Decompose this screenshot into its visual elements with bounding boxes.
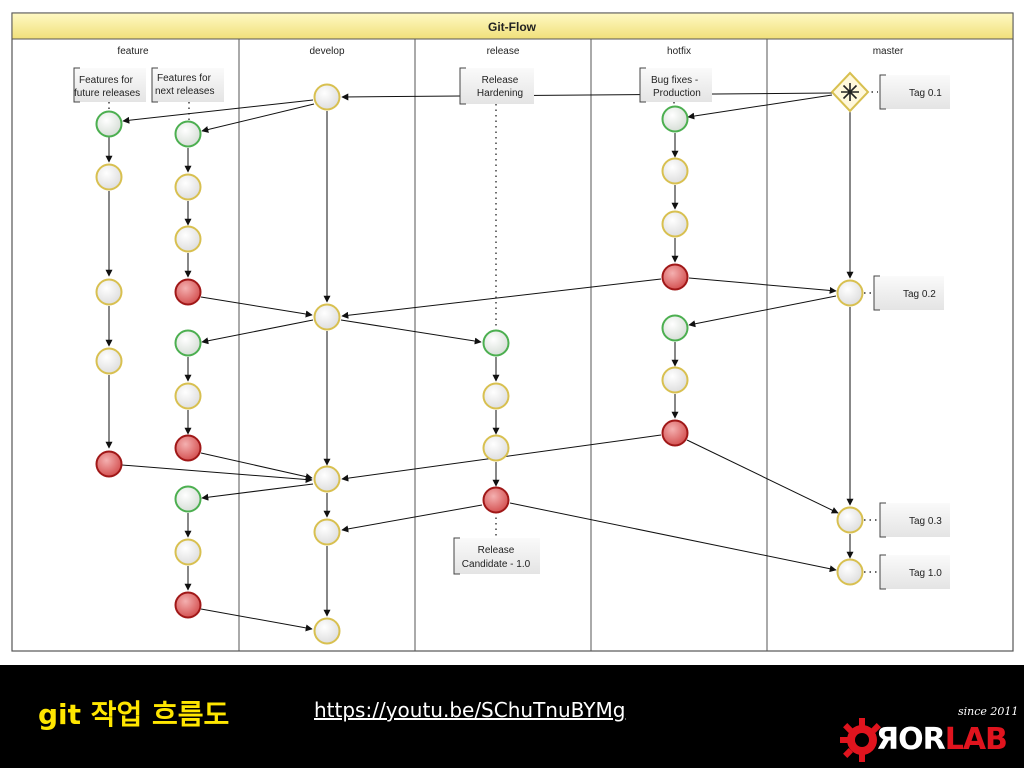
develop-merge — [313, 303, 341, 331]
release-commit — [482, 434, 510, 462]
note-next-releases: Features for next releases — [151, 67, 224, 103]
hotfix-b-start-event — [661, 314, 689, 342]
develop-merge — [313, 617, 341, 645]
feature-a-start-event — [95, 110, 123, 138]
svg-text:Features for: Features for — [157, 73, 212, 84]
logo-wordmark: ЯORLAB — [876, 722, 1008, 757]
release-end-event — [482, 486, 510, 514]
feature-b-commit — [174, 225, 202, 253]
develop-merge — [313, 465, 341, 493]
lane-master: master — [873, 46, 904, 57]
feature-a-commit — [95, 278, 123, 306]
release-commit — [482, 382, 510, 410]
svg-text:Tag 0.2: Tag 0.2 — [903, 289, 936, 300]
feature-a-end-event — [95, 450, 123, 478]
note-tag-1-0: Tag 1.0 — [879, 554, 950, 590]
feature-a-commit — [95, 163, 123, 191]
slide: Git-Flow feature develop release hotfix … — [0, 0, 1024, 665]
feature-c-start-event — [174, 329, 202, 357]
lane-feature: feature — [117, 46, 149, 57]
svg-text:Bug fixes -: Bug fixes - — [651, 75, 698, 86]
youtube-link[interactable]: https://youtu.be/SChuTnuBYMg — [314, 698, 626, 722]
note-tag-0-1: Tag 0.1 — [879, 74, 950, 110]
master-gateway — [830, 71, 870, 113]
svg-text:Hardening: Hardening — [477, 88, 523, 99]
feature-c-commit — [174, 382, 202, 410]
hotfix-b-end-event — [661, 419, 689, 447]
gear-icon — [840, 718, 881, 762]
master-tag-commit — [836, 558, 864, 586]
svg-text:Production: Production — [653, 88, 701, 99]
note-release-candidate: Release Candidate - 1.0 — [453, 537, 540, 575]
pool-header — [11, 12, 1014, 40]
develop-merge — [313, 518, 341, 546]
lane-develop: develop — [309, 46, 344, 57]
svg-text:Candidate - 1.0: Candidate - 1.0 — [462, 559, 531, 570]
asterisk-icon — [841, 83, 859, 101]
logo-lab: LAB — [944, 722, 1008, 757]
note-bug-fixes: Bug fixes - Production — [639, 67, 712, 103]
svg-text:Tag 0.3: Tag 0.3 — [909, 516, 942, 527]
rorlab-logo — [836, 700, 1016, 764]
master-tag-commit — [836, 506, 864, 534]
note-tag-0-2: Tag 0.2 — [873, 275, 944, 311]
master-tag-commit — [836, 279, 864, 307]
feature-d-commit — [174, 538, 202, 566]
svg-text:Tag 0.1: Tag 0.1 — [909, 88, 942, 99]
since-label: since 2011 — [958, 705, 1019, 718]
hotfix-b-commit — [661, 366, 689, 394]
note-tag-0-3: Tag 0.3 — [879, 502, 950, 538]
svg-text:Features for: Features for — [79, 75, 134, 86]
hotfix-a-start-event — [661, 105, 689, 133]
note-release-hardening: Release Hardening — [459, 67, 534, 105]
feature-d-start-event — [174, 485, 202, 513]
hotfix-a-end-event — [661, 263, 689, 291]
release-start-event — [482, 329, 510, 357]
feature-d-end-event — [174, 591, 202, 619]
feature-c-end-event — [174, 434, 202, 462]
logo-ror: ЯOR — [876, 722, 946, 757]
diagram-title: Git-Flow — [488, 20, 537, 34]
svg-text:Release: Release — [482, 75, 519, 86]
svg-text:next releases: next releases — [155, 86, 214, 97]
git-flow-diagram: Git-Flow feature develop release hotfix … — [11, 12, 1014, 652]
svg-text:future releases: future releases — [74, 88, 140, 99]
lane-release: release — [487, 46, 520, 57]
hotfix-a-commit — [661, 157, 689, 185]
feature-b-start-event — [174, 120, 202, 148]
feature-b-commit — [174, 173, 202, 201]
footer-title: git 작업 흐름도 — [38, 698, 230, 731]
feature-b-end-event — [174, 278, 202, 306]
feature-a-commit — [95, 347, 123, 375]
lane-hotfix: hotfix — [667, 46, 691, 57]
hotfix-a-commit — [661, 210, 689, 238]
develop-commit — [313, 83, 341, 111]
svg-text:Release: Release — [478, 545, 515, 556]
note-future-releases: Features for future releases — [73, 67, 146, 103]
svg-text:Tag 1.0: Tag 1.0 — [909, 568, 942, 579]
